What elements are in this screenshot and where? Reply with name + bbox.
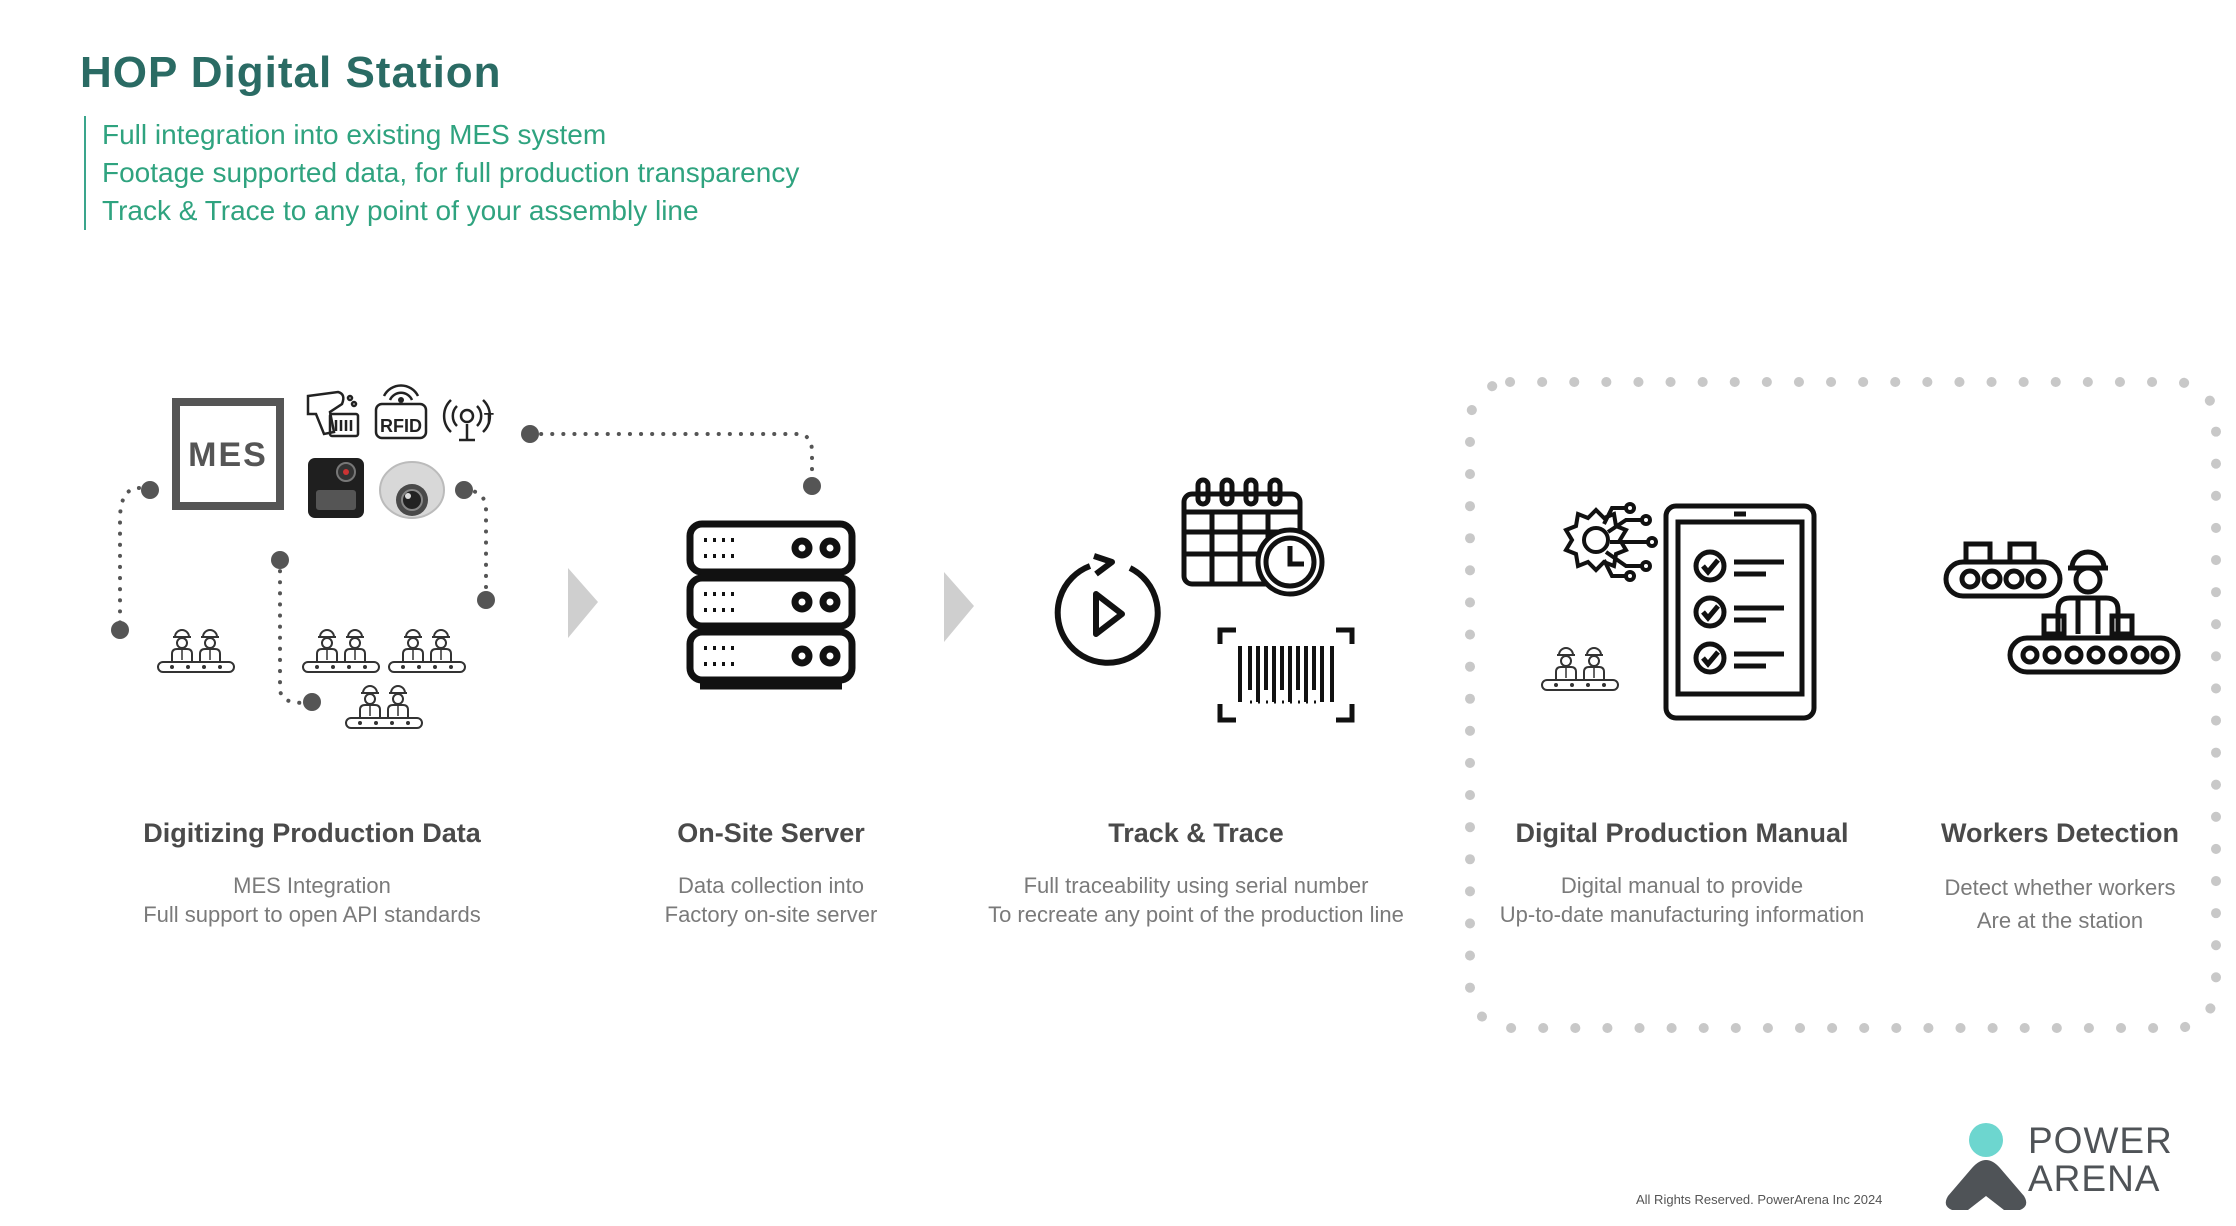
page-title: HOP Digital Station [80, 48, 502, 97]
feature-bullet: Footage supported data, for full product… [102, 157, 800, 188]
copyright-text: All Rights Reserved. PowerArena Inc 2024 [1636, 1192, 1883, 1207]
feature-bullet-list: Full integration into existing MES syste… [84, 116, 799, 230]
sensor-signal-icon: T [442, 399, 494, 442]
barcode-scan-icon [1217, 627, 1355, 723]
worker-station-icon [158, 630, 234, 672]
section-description-line: Full support to open API standards [143, 902, 481, 927]
brand-line: POWER [2028, 1120, 2173, 1161]
section-description-line: MES Integration [233, 873, 391, 898]
worker-station-icon [389, 630, 465, 672]
section-track-trace: Track & Trace Full traceability using se… [956, 818, 1436, 929]
flow-arrow-icon [568, 568, 598, 638]
dome-camera-icon [379, 461, 445, 519]
powerarena-logo-icon [1945, 1123, 2027, 1210]
section-title: On-Site Server [677, 818, 865, 848]
worker-conveyor-icon [1943, 541, 2181, 675]
worker-station-icon [346, 686, 422, 728]
section-description-line: Up-to-date manufacturing information [1499, 902, 1865, 927]
section-description-line: Are at the station [1976, 908, 2144, 933]
rfid-label: RFID [380, 416, 422, 436]
section-description-line: Factory on-site server [664, 902, 878, 927]
action-camera-icon [308, 458, 364, 518]
replay-icon [1054, 553, 1161, 666]
mes-box-icon [172, 398, 284, 510]
brand-wordmark: POWER ARENA [2028, 1122, 2173, 1198]
server-rack-icon [686, 520, 856, 690]
dotted-connectors [111, 425, 821, 711]
section-digitizing: Digitizing Production Data MES Integrati… [112, 818, 512, 929]
barcode-scanner-icon [306, 390, 360, 438]
tablet-checklist-icon [1663, 503, 1817, 721]
gear-network-icon [1563, 502, 1658, 582]
section-description-line: Detect whether workers [1944, 875, 2176, 900]
brand-line: ARENA [2028, 1158, 2161, 1199]
rfid-icon: RFID [374, 384, 428, 440]
feature-bullet: Track & Trace to any point of your assem… [102, 195, 699, 226]
worker-station-icon [1542, 648, 1618, 690]
calendar-clock-icon [1181, 477, 1325, 597]
feature-bullet: Full integration into existing MES syste… [102, 119, 607, 150]
section-title: Digitizing Production Data [143, 818, 481, 848]
section-title: Digital Production Manual [1515, 818, 1849, 848]
section-on-site-server: On-Site Server Data collection into Fact… [626, 818, 916, 929]
svg-text:T: T [484, 411, 494, 428]
section-workers-detection: Workers Detection Detect whether workers… [1910, 818, 2210, 937]
mes-label: MES [188, 436, 268, 474]
section-description-line: To recreate any point of the production … [988, 902, 1404, 927]
worker-station-icon [303, 630, 379, 672]
section-description-line: Digital manual to provide [1560, 873, 1804, 898]
section-description-line: Data collection into [678, 873, 864, 898]
flow-arrow-icon [944, 572, 974, 642]
section-digital-manual: Digital Production Manual Digital manual… [1482, 818, 1882, 929]
section-description-line: Full traceability using serial number [1023, 873, 1369, 898]
section-title: Track & Trace [1108, 818, 1284, 848]
section-title: Workers Detection [1940, 818, 2180, 848]
digitizing-icon-cluster: MES RFID T [158, 384, 494, 728]
